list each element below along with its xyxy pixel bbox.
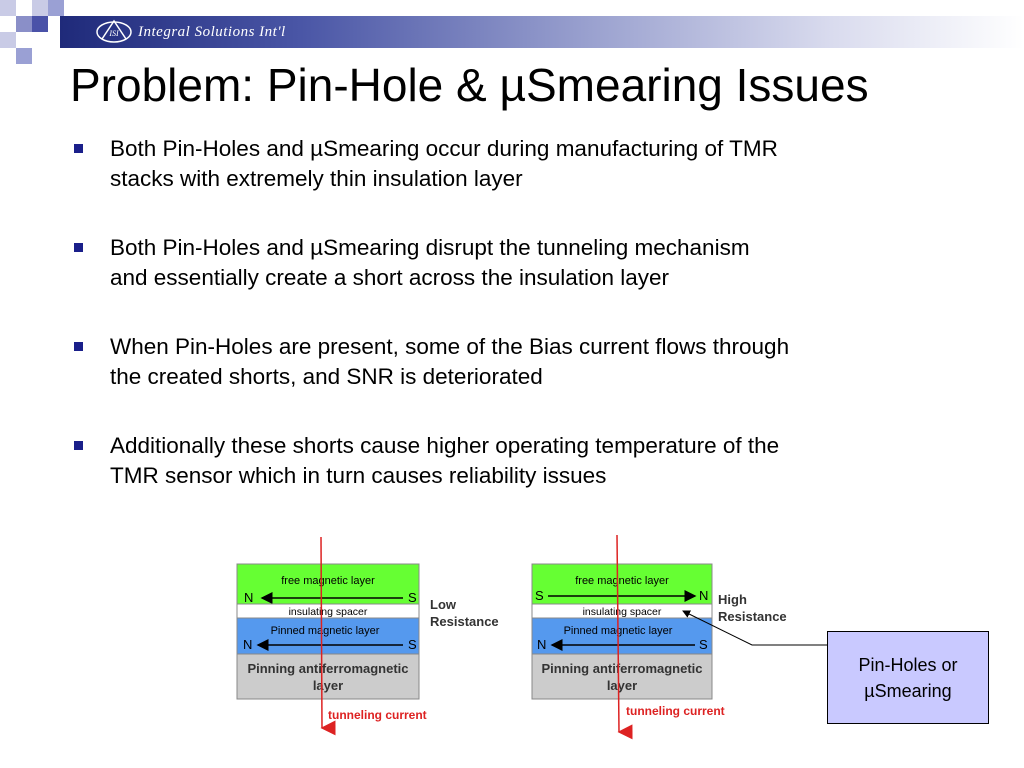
bullet-line: stacks with extremely thin insulation la… (110, 166, 523, 191)
resistance-label-line1: Low (430, 597, 457, 612)
pinned-pole-left: N (243, 637, 252, 652)
pinned-layer-label: Pinned magnetic layer (271, 625, 380, 637)
free-pole-right: S (408, 590, 417, 605)
callout-leader-line (682, 610, 827, 646)
brand-logo-icon: ISI (96, 19, 132, 43)
logo-square (0, 0, 16, 16)
free-pole-right: N (699, 588, 708, 603)
afm-label-line1: Pinning antiferromagnetic (541, 661, 702, 676)
bullet-line: When Pin-Holes are present, some of the … (110, 334, 790, 359)
free-layer-label: free magnetic layer (281, 575, 375, 587)
pinned-pole-right: S (699, 637, 708, 652)
free-pole-left: N (244, 590, 253, 605)
square-bullet-icon (74, 243, 83, 252)
pinning-afm-layer (531, 653, 713, 700)
pinhole-callout: Pin-Holes or µSmearing (827, 631, 989, 724)
logo-square (32, 0, 48, 16)
bullet-line: the created shorts, and SNR is deteriora… (110, 364, 543, 389)
low-resistance-stack: free magnetic layer N S insulating space… (236, 536, 499, 736)
bullet-line: Both Pin-Holes and µSmearing disrupt the… (110, 235, 750, 260)
resistance-label-line1: High (718, 592, 747, 607)
pinning-afm-layer (236, 653, 420, 700)
afm-label-line2: layer (607, 678, 637, 693)
afm-label-line2: layer (313, 678, 343, 693)
pinned-pole-left: N (537, 637, 546, 652)
resistance-label-line2: Resistance (718, 609, 787, 624)
bullet-line: Additionally these shorts cause higher o… (110, 433, 780, 458)
tunneling-current-arrow (616, 534, 633, 740)
pinned-pole-right: S (408, 637, 417, 652)
logo-square (32, 32, 48, 48)
logo-square (0, 32, 16, 48)
tunneling-current-arrow (320, 536, 336, 736)
resistance-label-line2: Resistance (430, 614, 499, 629)
free-layer-label: free magnetic layer (575, 575, 669, 587)
bullet-item: Both Pin-Holes and µSmearing disrupt the… (74, 233, 974, 293)
tunneling-current-label: tunneling current (626, 704, 725, 718)
spacer-label: insulating spacer (583, 606, 662, 618)
bullet-item: Additionally these shorts cause higher o… (74, 431, 974, 491)
logo-square (16, 16, 32, 32)
bullet-list: Both Pin-Holes and µSmearing occur durin… (74, 134, 974, 530)
callout-line2: µSmearing (864, 680, 952, 701)
logo-square (16, 48, 32, 64)
afm-label-line1: Pinning antiferromagnetic (247, 661, 408, 676)
logo-square (48, 0, 64, 16)
square-bullet-icon (74, 342, 83, 351)
bullet-line: and essentially create a short across th… (110, 265, 670, 290)
brand-name: Integral Solutions Int'l (138, 24, 286, 40)
brand-logo-mark: ISI (108, 29, 119, 38)
logo-square (32, 16, 48, 32)
spacer-label: insulating spacer (289, 606, 368, 618)
square-bullet-icon (74, 144, 83, 153)
bullet-line: TMR sensor which in turn causes reliabil… (110, 463, 607, 488)
logo-square (0, 16, 16, 32)
bullet-line: Both Pin-Holes and µSmearing occur durin… (110, 136, 778, 161)
slide-title: Problem: Pin-Hole & µSmearing Issues (70, 59, 869, 111)
bullet-item: Both Pin-Holes and µSmearing occur durin… (74, 134, 974, 194)
free-magnetic-layer (531, 563, 713, 605)
callout-line1: Pin-Holes or (858, 654, 958, 675)
high-resistance-stack: free magnetic layer S N insulating space… (531, 534, 787, 740)
square-bullet-icon (74, 441, 83, 450)
logo-square (16, 0, 32, 16)
bullet-item: When Pin-Holes are present, some of the … (74, 332, 974, 392)
tunneling-current-label: tunneling current (328, 708, 427, 722)
header-band (60, 16, 1024, 48)
free-pole-left: S (535, 588, 544, 603)
